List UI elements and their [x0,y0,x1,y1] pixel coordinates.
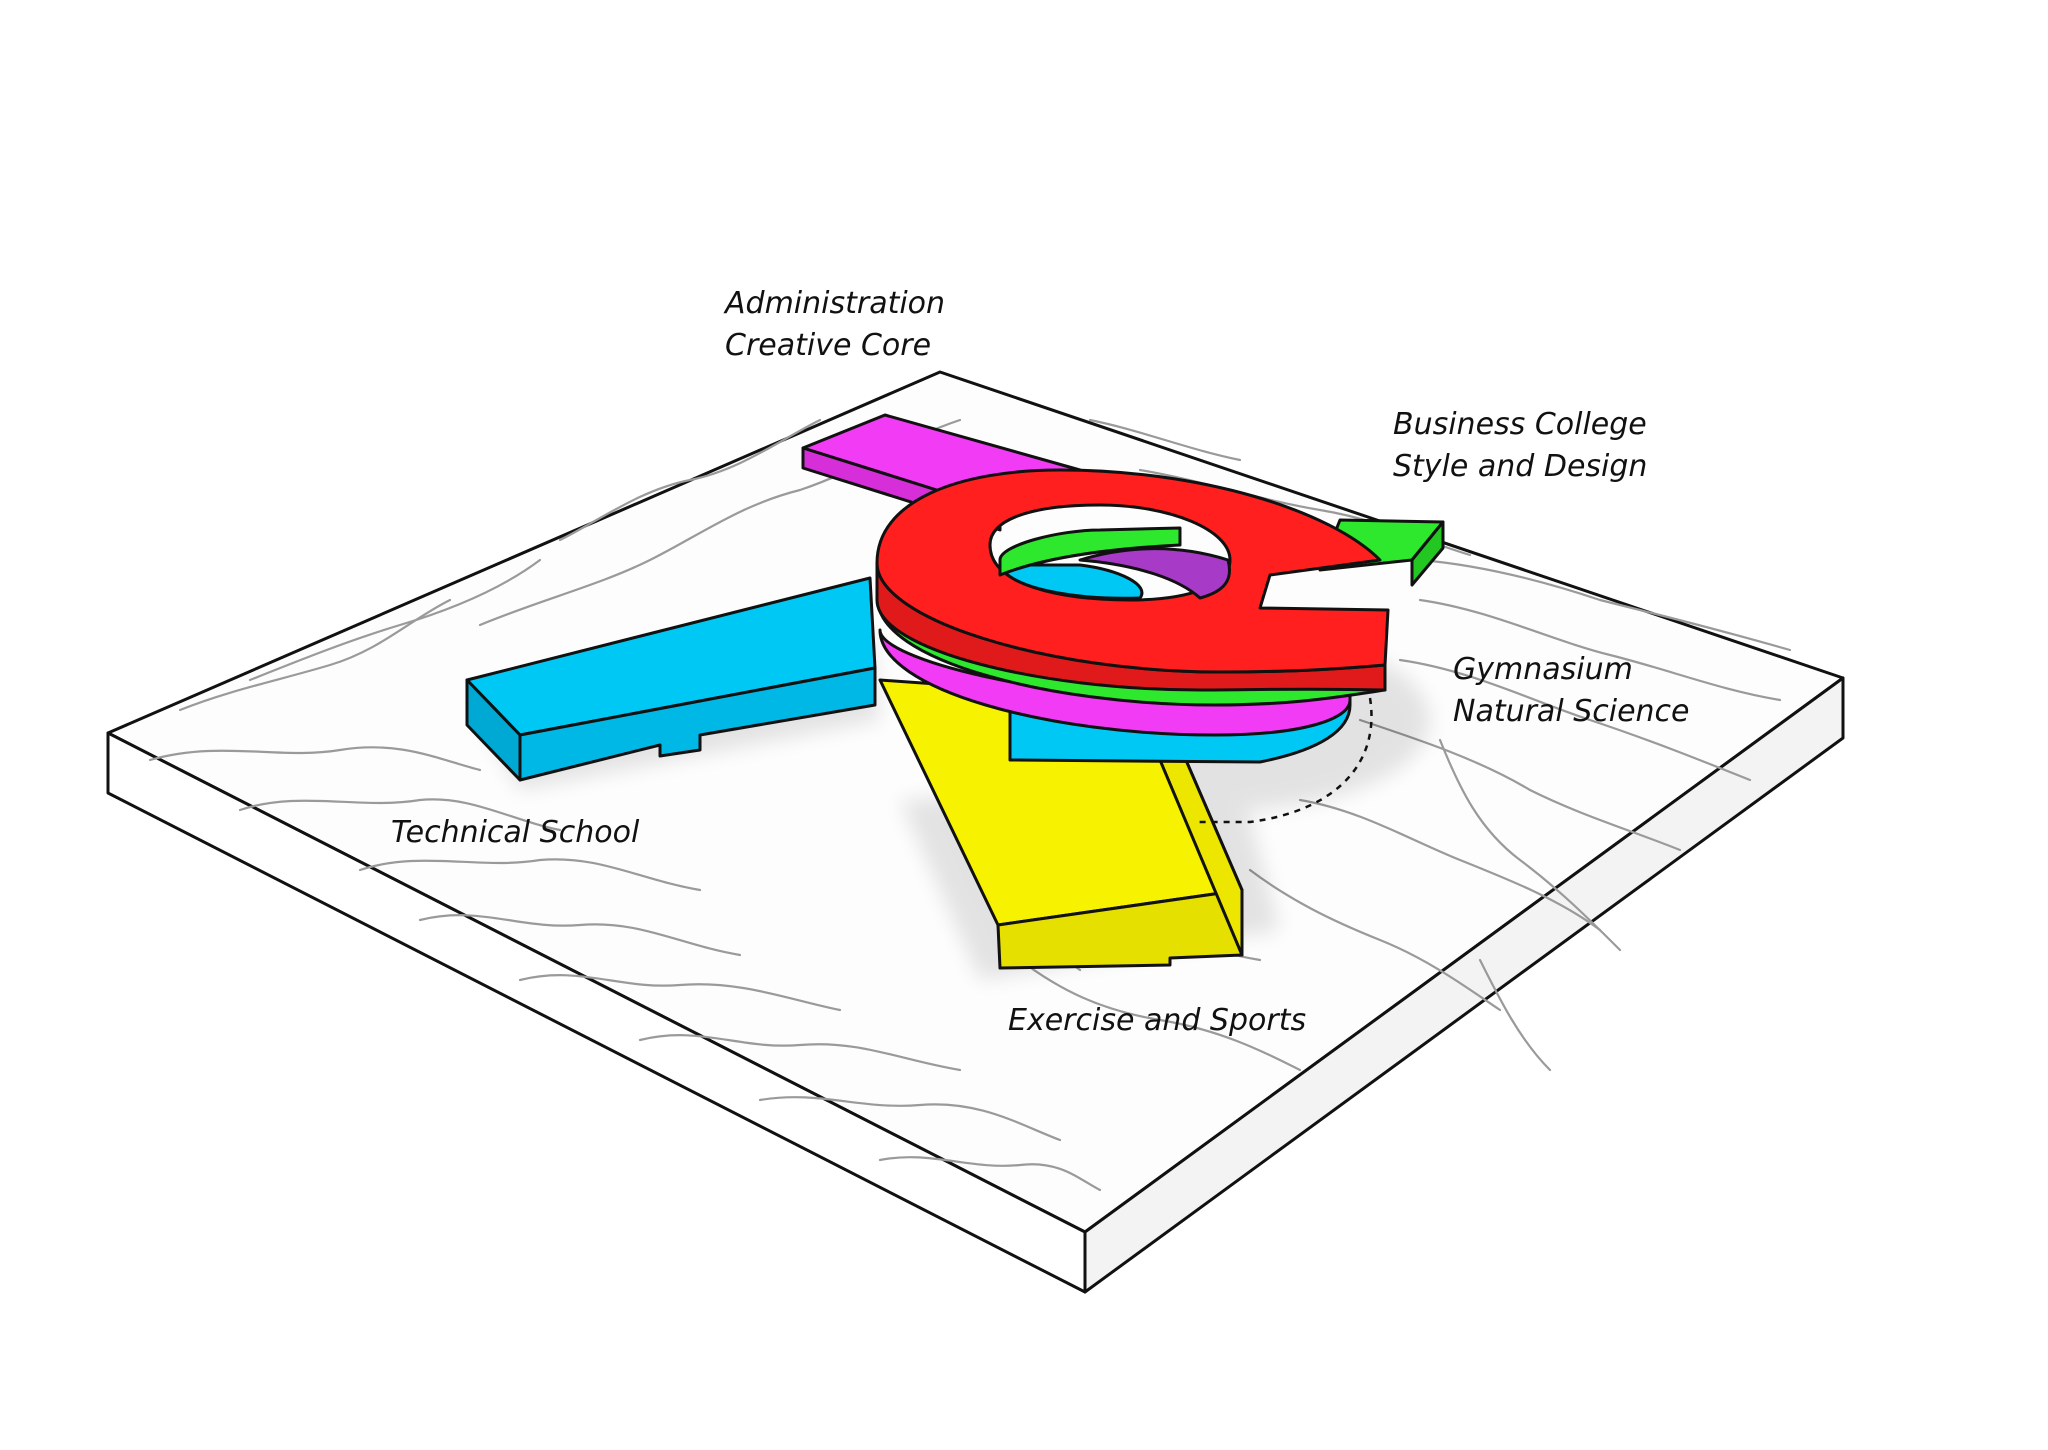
label-exercise-sports-text: Exercise and Sports [1008,1003,1307,1038]
label-business-college-style-design: Business College Style and Design [1393,404,1647,488]
label-technical-school-text: Technical School [391,815,640,850]
core-inner-magenta [1078,547,1232,600]
circular-core [875,468,1390,764]
label-gymnasium-natural-science: Gymnasium Natural Science [1453,649,1689,733]
label-exercise-sports: Exercise and Sports [1008,1000,1306,1042]
dashed-void-outline [1198,697,1373,824]
label-style-design: Style and Design [1393,449,1648,484]
core-ring-red-top [875,468,1390,674]
label-creative-core: Creative Core [725,328,932,363]
label-natural-science: Natural Science [1453,694,1690,729]
label-gymnasium: Gymnasium [1453,652,1633,687]
label-administration: Administration [725,286,946,321]
label-technical-school: Technical School [391,812,639,854]
technical-school-wing [465,576,877,782]
technical-wing-side [518,666,877,782]
label-business-college: Business College [1393,407,1647,442]
core-courtyard [998,563,1144,600]
core-inner-green [998,526,1182,577]
business-wing-side [1410,520,1445,587]
label-administration-creative-core: Administration Creative Core [725,283,945,367]
